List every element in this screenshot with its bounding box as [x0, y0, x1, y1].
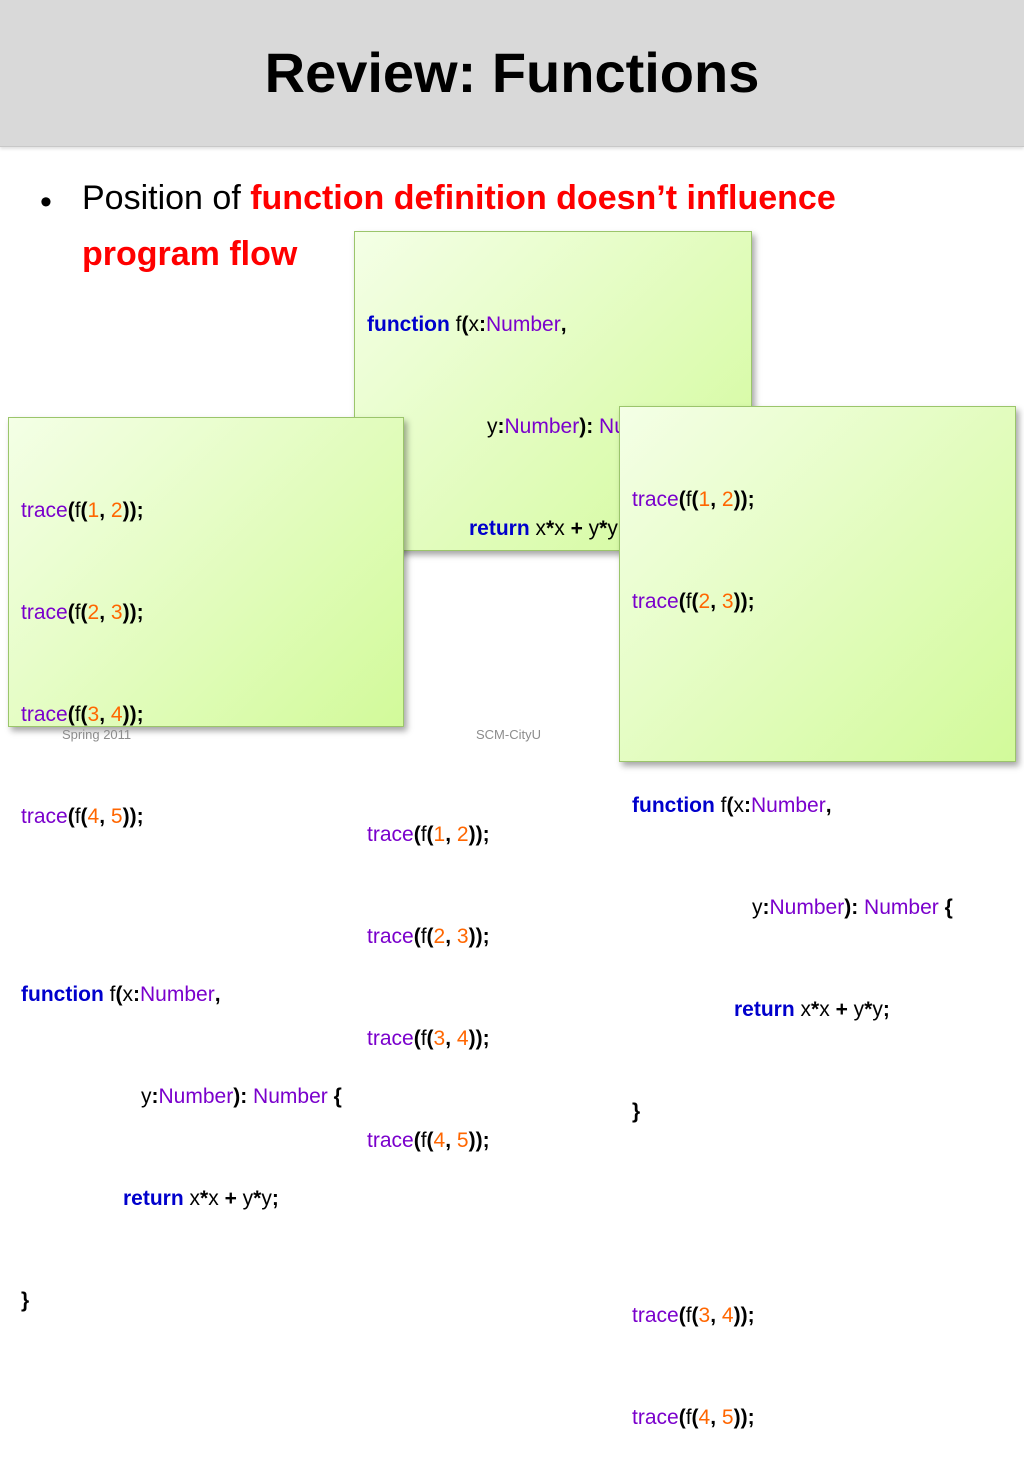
- trace-line: trace(f(1, 2));: [21, 499, 144, 522]
- function-signature-line: function f(x:Number,: [367, 313, 567, 336]
- function-close-line: }: [21, 1289, 30, 1312]
- code-box-function-middle: trace(f(1, 2)); trace(f(2, 3)); function…: [619, 406, 1016, 1429]
- trace-line: trace(f(2, 3));: [632, 590, 755, 613]
- trace-line: trace(f(1, 2));: [367, 823, 490, 846]
- function-body-line: return x*x + y*y;: [734, 998, 890, 1021]
- title-bar: Review: Functions: [0, 0, 1024, 147]
- bullet-emphasis-line2: program flow: [82, 235, 298, 273]
- trace-line: trace(f(4, 5));: [632, 1406, 755, 1429]
- bullet-prefix: Position of: [82, 179, 251, 217]
- function-close-line: }: [632, 1100, 641, 1123]
- trace-line: trace(f(4, 5));: [21, 805, 144, 828]
- function-body-line: return x*x + y*y;: [123, 1187, 279, 1210]
- trace-line: trace(f(3, 4));: [632, 1304, 755, 1327]
- footer-center: SCM-CityU: [476, 727, 541, 742]
- trace-line: trace(f(3, 4));: [21, 703, 144, 726]
- function-param-line: y:Number): Number {: [141, 1085, 342, 1108]
- slide-title: Review: Functions: [264, 41, 760, 104]
- bullet-text: Position of function definition doesn’t …: [82, 170, 1002, 282]
- bullet-emphasis-line1: function definition doesn’t influence: [250, 179, 836, 217]
- function-signature-line: function f(x:Number,: [21, 983, 221, 1006]
- trace-line: trace(f(4, 5));: [367, 1129, 490, 1152]
- function-signature-line: function f(x:Number,: [632, 794, 832, 817]
- trace-line: trace(f(3, 4));: [367, 1027, 490, 1050]
- bullet-dot-icon: •: [40, 183, 52, 221]
- trace-line: trace(f(1, 2));: [632, 488, 755, 511]
- code-box-function-last: trace(f(1, 2)); trace(f(2, 3)); trace(f(…: [8, 417, 404, 1312]
- trace-line: trace(f(2, 3));: [367, 925, 490, 948]
- trace-line: trace(f(2, 3));: [21, 601, 144, 624]
- footer-left: Spring 2011: [62, 727, 132, 742]
- function-param-line: y:Number): Number {: [752, 896, 953, 919]
